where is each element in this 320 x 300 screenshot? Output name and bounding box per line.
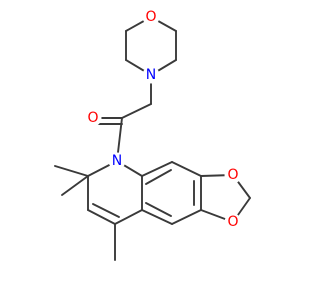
bond-layer <box>54 16 251 261</box>
atom-label-n-morpholine: N <box>146 67 156 83</box>
molecule-diagram: O N O N O O <box>54 8 251 261</box>
structure-drawing: O N O N O O <box>54 8 251 261</box>
atom-o-dioxole-top: O <box>224 166 242 184</box>
bond-23 <box>171 161 202 177</box>
bond-19 <box>61 175 89 196</box>
bond-15 <box>114 209 143 225</box>
bond-27 <box>141 209 173 225</box>
bond-14 <box>92 203 120 218</box>
atom-layer: O N O N O O <box>84 8 242 231</box>
atom-o-carbonyl: O <box>84 109 102 127</box>
atom-o-morpholine: O <box>142 8 160 26</box>
atom-label-o-dioxole-top: O <box>227 167 238 183</box>
atom-label-o-morpholine: O <box>145 9 156 25</box>
atom-label-n-ring: N <box>112 153 122 169</box>
bond-21 <box>141 161 173 177</box>
atom-n-morpholine: N <box>142 66 160 84</box>
atom-n-ring: N <box>108 152 126 170</box>
atom-label-o-dioxole-bottom: O <box>227 214 238 230</box>
bond-22 <box>145 169 172 185</box>
bond-18 <box>54 165 89 177</box>
bond-7 <box>121 103 152 119</box>
atom-o-dioxole-bottom: O <box>224 213 242 231</box>
bond-26 <box>171 209 202 225</box>
bond-28 <box>145 202 172 217</box>
atom-label-o-carbonyl: O <box>87 110 98 126</box>
bond-13 <box>87 209 116 225</box>
